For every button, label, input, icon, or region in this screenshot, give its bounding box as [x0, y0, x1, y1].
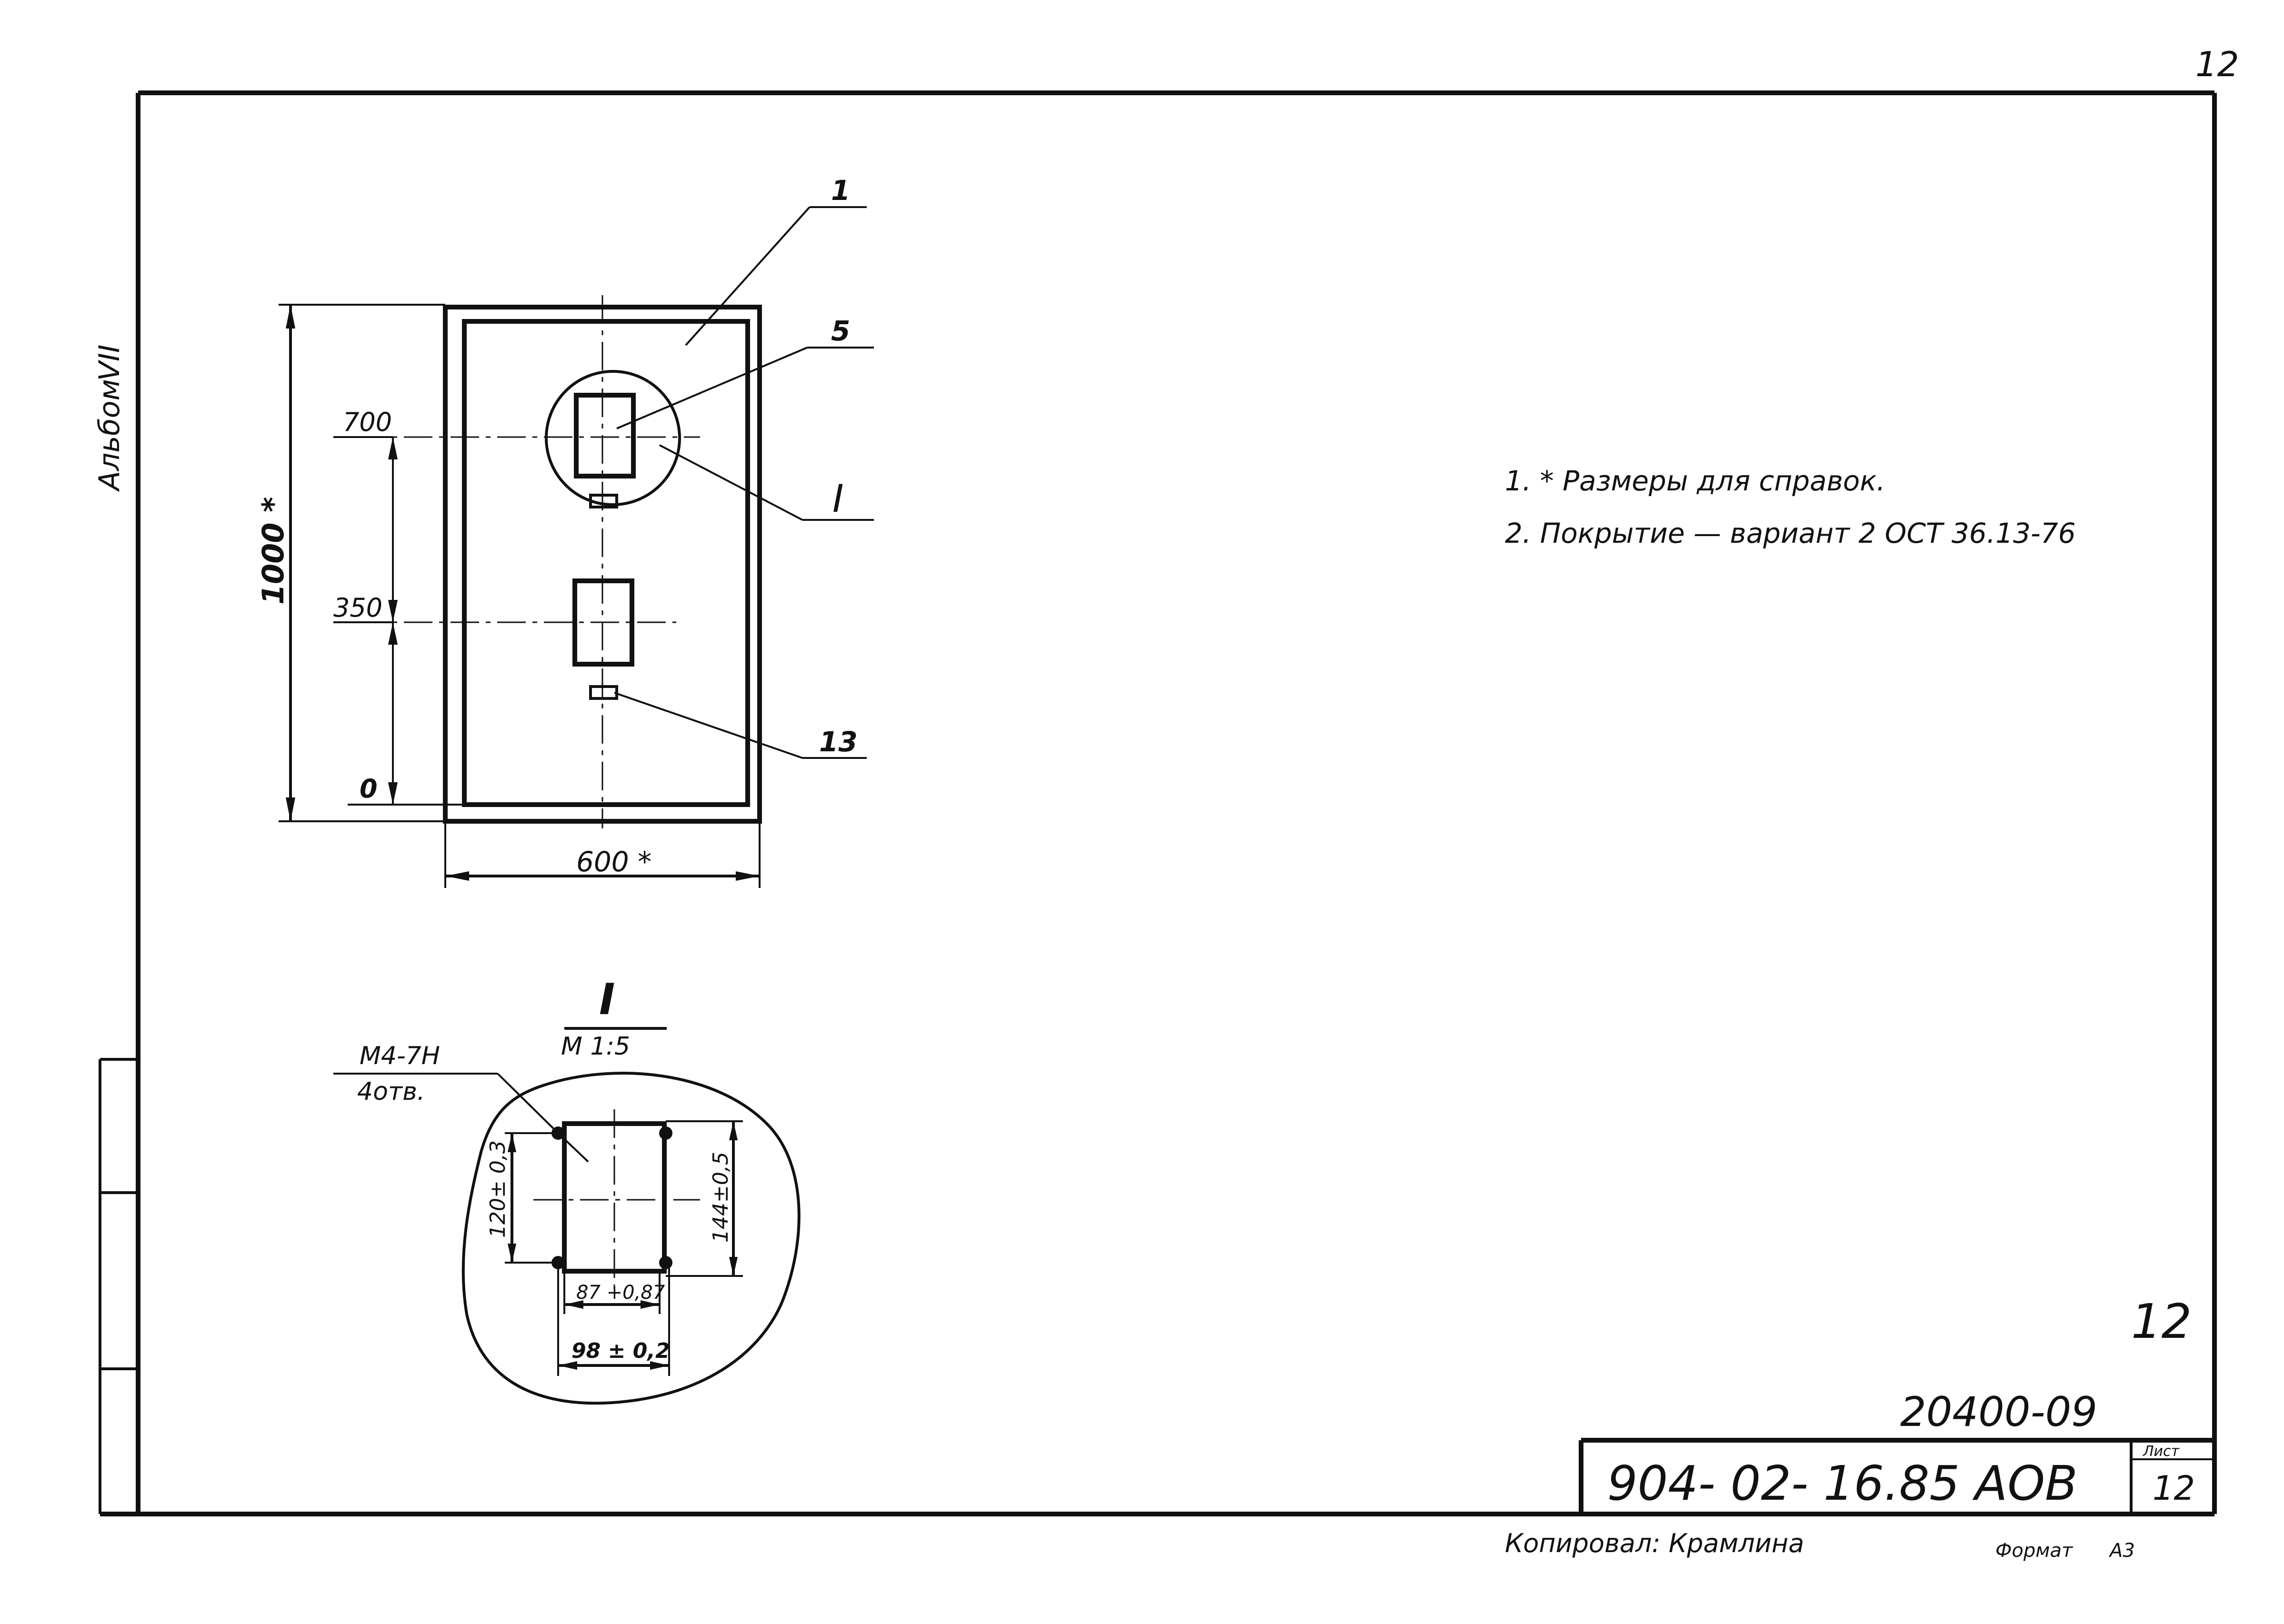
lower-tab — [589, 685, 618, 700]
hole-spec-thread: М4-7Н — [360, 1042, 440, 1070]
dim-width-outer: 98 ± 0,2 — [571, 1339, 670, 1363]
detail-outline — [461, 1072, 801, 1405]
lower-cutout — [572, 578, 634, 667]
detail-circle — [545, 370, 681, 506]
note-1: 1. * Размеры для справок. — [1505, 465, 1885, 497]
level-700: 700 — [343, 407, 392, 437]
dim-height-inner: 120± 0,3 — [486, 1140, 510, 1238]
panel-main-view: 1000 * 700 350 0 600 * 1 5 I 13 — [256, 174, 874, 888]
detail-title: I — [599, 975, 615, 1025]
format-label: Формат — [1995, 1540, 2074, 1562]
callout-5: 5 — [831, 315, 850, 347]
width-dimension: 600 * — [576, 846, 651, 878]
detail-view: I М 1:5 М4-7Н 4отв. 120± 0,3 — [333, 975, 801, 1405]
level-350: 350 — [333, 593, 382, 623]
document-code: 904- 02- 16.85 АОВ — [1607, 1455, 2078, 1511]
album-number: VII — [93, 345, 126, 381]
callout-13: 13 — [819, 726, 858, 758]
archive-number: 20400-09 — [1900, 1388, 2097, 1436]
level-0: 0 — [360, 774, 378, 804]
height-dimension: 1000 * — [256, 497, 291, 605]
page-number: 12 — [2195, 44, 2239, 84]
hole-spec-count: 4отв. — [357, 1077, 425, 1106]
detail-scale: М 1:5 — [561, 1032, 630, 1061]
album-label: Альбом — [93, 379, 126, 492]
sheet-label: Лист — [2143, 1443, 2180, 1460]
title-block: 904- 02- 16.85 АОВ Лист 12 — [1579, 1438, 2214, 1514]
callout-1: 1 — [831, 174, 850, 207]
panel-inner-outline — [462, 319, 750, 807]
detail-marker: I — [832, 477, 844, 521]
copied-by: Копировал: Крамлина — [1505, 1528, 1804, 1558]
upper-tab — [589, 494, 618, 508]
note-2: 2. Покрытие — вариант 2 ОСТ 36.13-76 — [1505, 517, 2076, 549]
mounting-holes — [551, 1126, 672, 1269]
sheet-value: 12 — [2153, 1469, 2195, 1508]
notes-block: 1. * Размеры для справок. 2. Покрытие — … — [1505, 465, 2076, 549]
upper-cutout — [574, 393, 636, 478]
dim-width-inner: 87 +0,87 — [576, 1282, 665, 1304]
handwritten-sheet-number: 12 — [2131, 1294, 2192, 1349]
side-stamp-boxes — [99, 1058, 138, 1514]
drawing-frame — [100, 90, 2217, 1516]
dim-height-outer: 144±0,5 — [709, 1152, 733, 1243]
format-value: А3 — [2108, 1540, 2135, 1562]
